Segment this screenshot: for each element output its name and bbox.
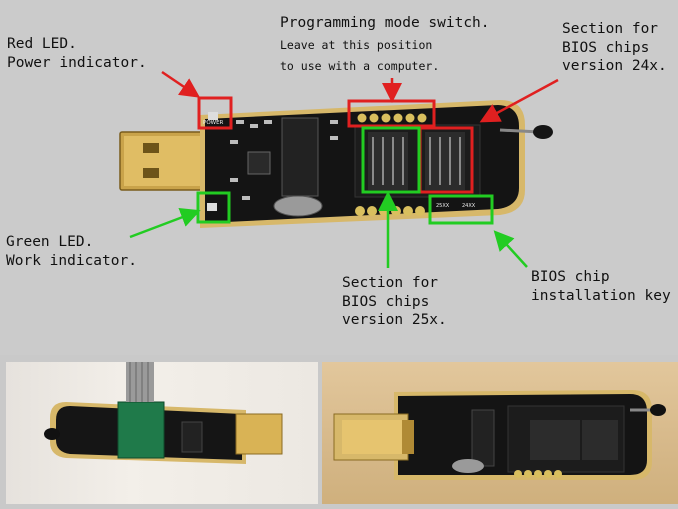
pcb-board: POWER 25XX 24XX — [200, 100, 553, 228]
board-24xx-mark: 24XX — [462, 203, 476, 209]
photo-programmer-board — [322, 362, 678, 504]
switch-label: Programming mode switch. — [280, 15, 490, 31]
install-key-box — [428, 194, 494, 225]
callout-arrows — [129, 70, 559, 268]
photo-adapter-mounted — [6, 362, 318, 504]
red-led-label: Red LED. Power indicator. — [7, 36, 147, 71]
green-led-label: Green LED. Work indicator. — [6, 234, 137, 269]
red-led — [208, 112, 218, 120]
board-power-mark: POWER — [203, 120, 224, 126]
install-key-label: BIOS chip installation key — [531, 269, 671, 304]
green-led — [207, 203, 217, 211]
board-25xx-mark: 25XX — [436, 203, 450, 209]
green-led-box — [196, 191, 231, 224]
bios25-label: Section for BIOS chips version 25x. — [342, 275, 447, 329]
bios24-label: Section for BIOS chips version 24x. — [562, 21, 667, 75]
switch-note: Leave at this position to use with a com… — [280, 38, 440, 74]
red-led-box — [197, 96, 233, 130]
programmer-diagram: POWER 25XX 24XX — [119, 70, 559, 268]
